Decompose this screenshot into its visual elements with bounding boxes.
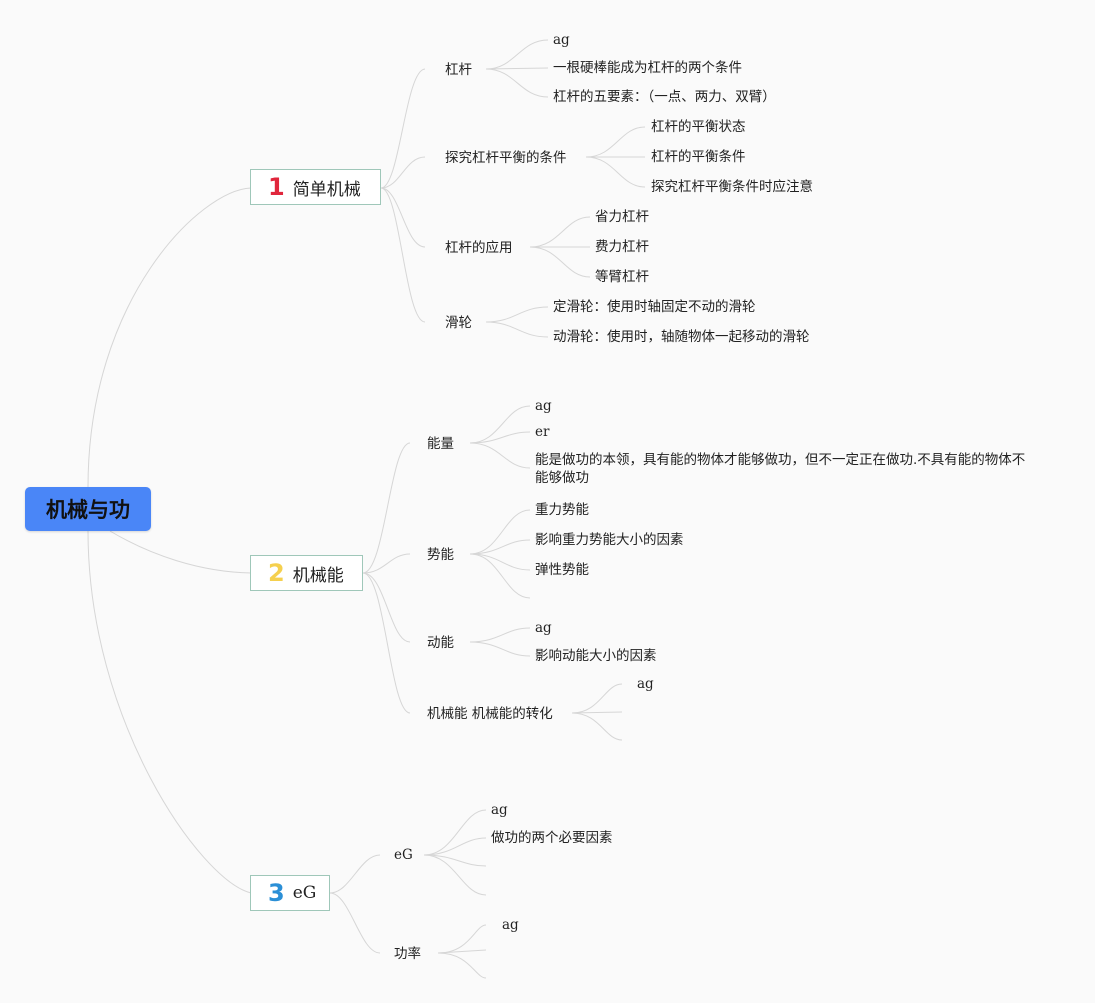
subtopic-pulley[interactable]: 滑轮 xyxy=(445,315,472,331)
leaf-node[interactable]: ag xyxy=(637,676,654,692)
subtopic-kinetic-energy[interactable]: 动能 xyxy=(427,635,454,651)
leaf-node[interactable]: 影响重力势能大小的因素 xyxy=(535,532,684,548)
leaf-node[interactable]: 能是做功的本领，具有能的物体才能够做功，但不一定正在做功.不具有能的物体不能够做… xyxy=(535,452,1026,486)
leaf-node[interactable]: 费力杠杆 xyxy=(595,239,649,255)
leaf-node[interactable]: ag xyxy=(535,398,552,414)
leaf-node[interactable]: 杠杆的五要素：（一点、两力、双臂） xyxy=(553,89,776,105)
topic-mechanical-energy[interactable]: 2 机械能 xyxy=(250,555,363,591)
leaf-node[interactable]: 影响动能大小的因素 xyxy=(535,648,657,664)
subtopic-potential-energy[interactable]: 势能 xyxy=(427,547,454,563)
leaf-node[interactable]: 动滑轮：使用时，轴随物体一起移动的滑轮 xyxy=(553,329,810,345)
topic-work[interactable]: 3 eG xyxy=(250,875,330,911)
leaf-node[interactable]: 探究杠杆平衡条件时应注意 xyxy=(651,179,813,195)
subtopic-energy-conversion[interactable]: 机械能 机械能的转化 xyxy=(427,706,553,722)
topic-simple-machines[interactable]: 1 简单机械 xyxy=(250,169,381,205)
leaf-node[interactable]: 一根硬棒能成为杠杆的两个条件 xyxy=(553,60,742,76)
root-label: 机械与功 xyxy=(46,498,130,522)
leaf-node[interactable]: ag xyxy=(491,802,508,818)
leaf-node[interactable]: ag xyxy=(502,917,519,933)
leaf-node[interactable]: 杠杆的平衡状态 xyxy=(651,119,746,135)
topic-label: 简单机械 xyxy=(292,179,361,200)
leaf-node[interactable]: 重力势能 xyxy=(535,502,589,518)
leaf-node[interactable]: 做功的两个必要因素 xyxy=(491,830,613,846)
topic-number-badge: 2 xyxy=(268,559,285,587)
subtopic-energy[interactable]: 能量 xyxy=(427,436,454,452)
topic-number-badge: 3 xyxy=(268,879,285,907)
root-topic[interactable]: 机械与功 xyxy=(25,487,151,531)
leaf-node[interactable]: 杠杆的平衡条件 xyxy=(651,149,746,165)
subtopic-lever-application[interactable]: 杠杆的应用 xyxy=(445,240,513,256)
leaf-node[interactable]: 等臂杠杆 xyxy=(595,269,649,285)
leaf-node[interactable]: er xyxy=(535,424,550,440)
subtopic-lever-balance[interactable]: 探究杠杆平衡的条件 xyxy=(445,150,567,166)
topic-label: 机械能 xyxy=(292,565,344,586)
subtopic-work[interactable]: eG xyxy=(394,847,413,863)
topic-number-badge: 1 xyxy=(268,173,285,201)
subtopic-power[interactable]: 功率 xyxy=(394,946,421,962)
leaf-node[interactable]: ag xyxy=(553,32,570,48)
topic-label: eG xyxy=(292,883,317,903)
leaf-node[interactable]: 省力杠杆 xyxy=(595,209,649,225)
leaf-node[interactable]: ag xyxy=(535,620,552,636)
subtopic-lever[interactable]: 杠杆 xyxy=(445,62,472,78)
leaf-node[interactable]: 弹性势能 xyxy=(535,562,589,578)
leaf-node[interactable]: 定滑轮：使用时轴固定不动的滑轮 xyxy=(553,299,756,315)
